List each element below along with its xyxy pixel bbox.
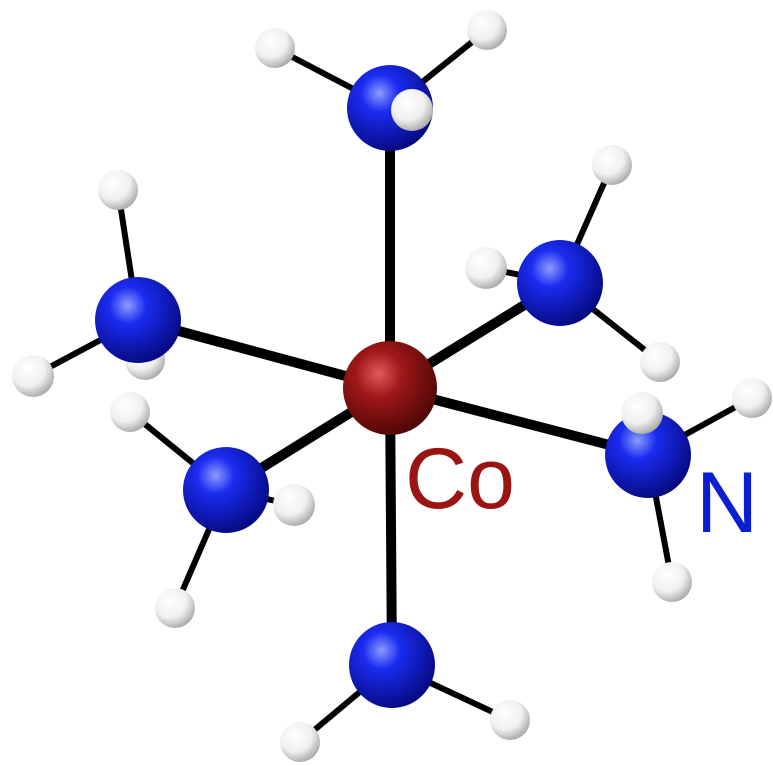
hydrogen-atom: [391, 89, 433, 131]
nitrogen-atom-bot: [349, 622, 435, 708]
cobalt-atom: [343, 341, 437, 435]
nitrogen-atom-lowl: [183, 447, 269, 533]
hydrogen-atom: [255, 28, 295, 68]
hydrogen-atom: [467, 10, 507, 50]
hydrogen-atom: [652, 562, 692, 602]
hydrogen-atom: [592, 145, 632, 185]
nitrogen-atom-right: [517, 240, 603, 326]
hydrogen-atom: [732, 378, 772, 418]
nitrogen-atom-lowr: [605, 412, 691, 498]
nitrogen-atom-left: [95, 277, 181, 363]
hydrogen-atom: [280, 722, 320, 762]
hydrogen-atom: [155, 588, 195, 628]
nitrogen-label: N: [696, 455, 759, 551]
hydrogen-atom: [621, 392, 663, 434]
hydrogen-atom: [110, 392, 150, 432]
hydrogen-atom: [273, 484, 315, 526]
cobalt-label: Co: [405, 431, 515, 527]
hydrogen-atom: [465, 247, 507, 289]
hydrogen-atom: [12, 355, 54, 397]
hydrogen-atom: [640, 342, 680, 382]
hydrogen-atom: [98, 170, 138, 210]
hydrogen-atom: [490, 700, 530, 740]
